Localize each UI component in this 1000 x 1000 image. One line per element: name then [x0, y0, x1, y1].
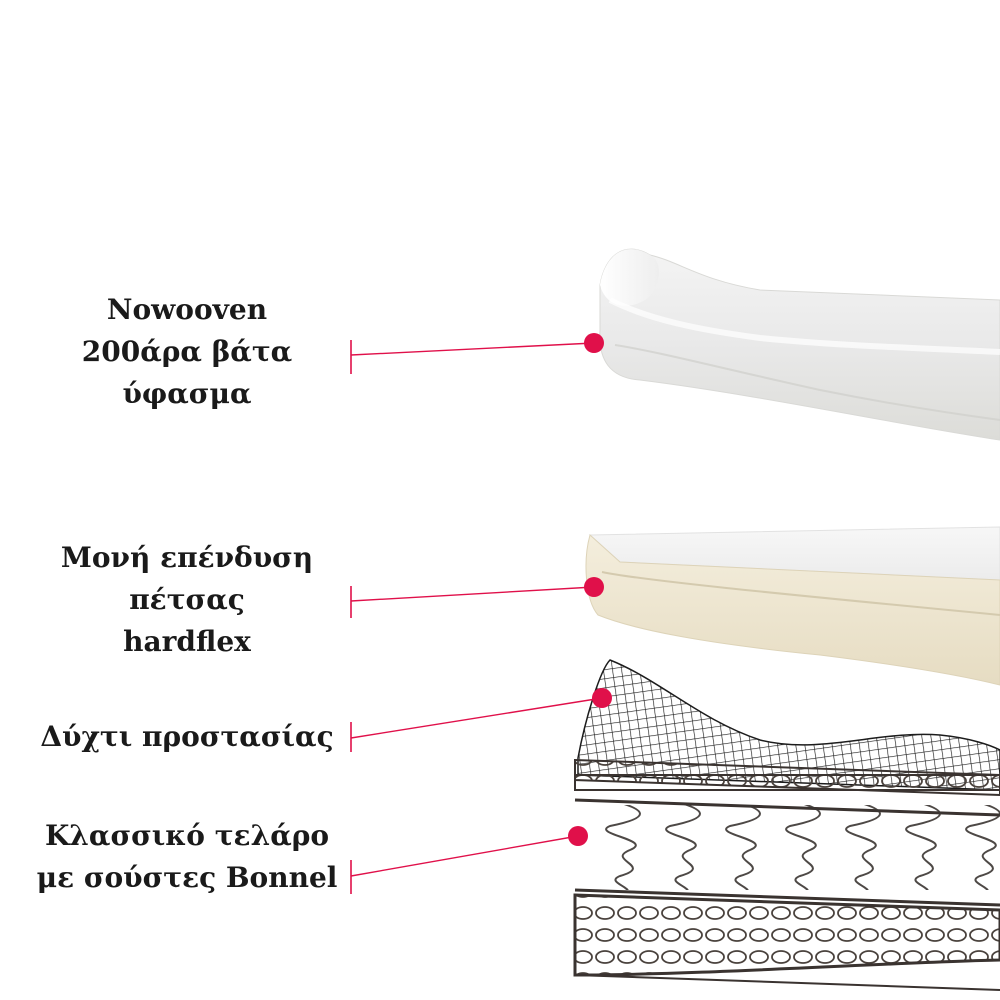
pointer-wadding — [350, 333, 604, 374]
pointer-foam — [350, 577, 604, 618]
pointer-dot — [568, 826, 588, 846]
label-line: Μονή επένδυση — [60, 541, 314, 574]
label-line: Δύχτι προστασίας — [40, 720, 334, 753]
wadding-layer — [599, 248, 1000, 441]
foam-layer — [585, 526, 1000, 686]
label-protection-net: Δύχτι προστασίας — [22, 716, 352, 758]
label-spring-unit: Κλασσικό τελάρο με σούστες Bonnel — [22, 815, 352, 899]
label-line: Nowooven — [106, 293, 268, 326]
label-line: ύφασμα — [122, 377, 252, 410]
pointer-dot — [584, 577, 604, 597]
label-line: 200άρα βάτα — [81, 335, 293, 368]
pointer-dot — [592, 688, 612, 708]
label-line: hardflex — [123, 625, 251, 658]
protection-net-layer — [577, 659, 1000, 791]
bonnell-spring-unit — [573, 758, 1000, 991]
label-line: πέτσας — [129, 583, 245, 616]
pointer-dot — [584, 333, 604, 353]
label-line: Κλασσικό τελάρο — [44, 819, 330, 852]
pointer-spring — [350, 826, 588, 894]
label-foam: Μονή επένδυση πέτσας hardflex — [22, 537, 352, 663]
pointer-net — [350, 688, 612, 752]
label-wadding: Nowooven 200άρα βάτα ύφασμα — [22, 289, 352, 415]
label-line: με σούστες Bonnel — [36, 861, 338, 894]
